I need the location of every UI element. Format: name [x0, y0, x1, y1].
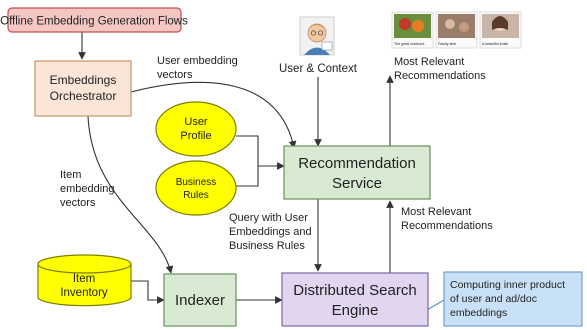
offline-flows-node: Offline Embedding Generation Flows	[0, 7, 188, 33]
user-profile-node: User Profile	[155, 101, 237, 157]
most-relevant-mid-label-1: Most Relevant	[401, 206, 471, 218]
edge-business-rules-to-service	[236, 166, 259, 187]
recommendation-service-label-2: Service	[332, 175, 382, 192]
item-inventory-node: Item Inventory	[37, 254, 132, 307]
edges	[78, 32, 445, 315]
recommendation-service-node: Recommendation Service	[283, 145, 431, 200]
edge-item-embedding	[87, 115, 174, 274]
user-embedding-label-2: vectors	[157, 69, 193, 81]
orchestrator-label-2: Orchestrator	[50, 89, 117, 103]
item-embedding-label-3: vectors	[60, 197, 96, 209]
note-callout: Computing inner product of user and ad/d…	[443, 271, 583, 327]
thumbnail-2: Family time	[435, 11, 478, 49]
thumbnail-3-caption: A beautiful smile	[482, 42, 508, 46]
business-rules-node: Business Rules	[155, 160, 237, 216]
edge-user-profile-to-service	[236, 135, 285, 170]
edge-user-embedding	[130, 81, 297, 149]
thumbnail-1-caption: The great outdoors	[394, 42, 425, 46]
business-rules-label-2: Rules	[183, 190, 209, 201]
query-label-1: Query with User	[229, 212, 308, 224]
business-rules-label-1: Business	[176, 177, 217, 188]
thumbnail-1: The great outdoors	[391, 11, 434, 49]
offline-flows-label: Offline Embedding Generation Flows	[0, 16, 188, 28]
orchestrator-node: Embeddings Orchestrator	[34, 60, 132, 117]
user-context-label: User & Context	[279, 63, 358, 75]
indexer-label: Indexer	[175, 292, 225, 309]
item-embedding-label-2: embedding	[60, 183, 114, 195]
note-line-2: of user and ad/doc	[450, 293, 537, 305]
note-line-3: embeddings	[450, 307, 507, 319]
thumbnail-3: A beautiful smile	[479, 11, 522, 49]
item-inventory-label-2: Inventory	[60, 287, 108, 299]
user-avatar-icon	[299, 16, 335, 56]
most-relevant-top-label-2: Recommendations	[394, 70, 486, 82]
search-engine-node: Distributed Search Engine	[281, 272, 429, 327]
item-inventory-label-1: Item	[73, 273, 95, 285]
query-label-3: Business Rules	[229, 240, 305, 252]
indexer-node: Indexer	[163, 273, 237, 327]
note-line-1: Computing inner product	[450, 279, 565, 291]
user-profile-label-2: Profile	[180, 130, 211, 142]
orchestrator-label-1: Embeddings	[50, 73, 117, 87]
item-embedding-label-1: Item	[60, 169, 81, 181]
most-relevant-mid-label-2: Recommendations	[401, 220, 493, 232]
edge-inventory-to-indexer	[131, 280, 165, 304]
recommendation-service-label-1: Recommendation	[298, 155, 416, 172]
query-label-2: Embeddings and	[229, 226, 312, 238]
search-engine-label-2: Engine	[332, 302, 379, 319]
user-embedding-label-1: User embedding	[157, 55, 238, 67]
search-engine-label-1: Distributed Search	[293, 282, 416, 299]
user-profile-label-1: User	[184, 116, 208, 128]
thumbnail-2-caption: Family time	[438, 42, 456, 46]
most-relevant-top-label-1: Most Relevant	[394, 56, 464, 68]
